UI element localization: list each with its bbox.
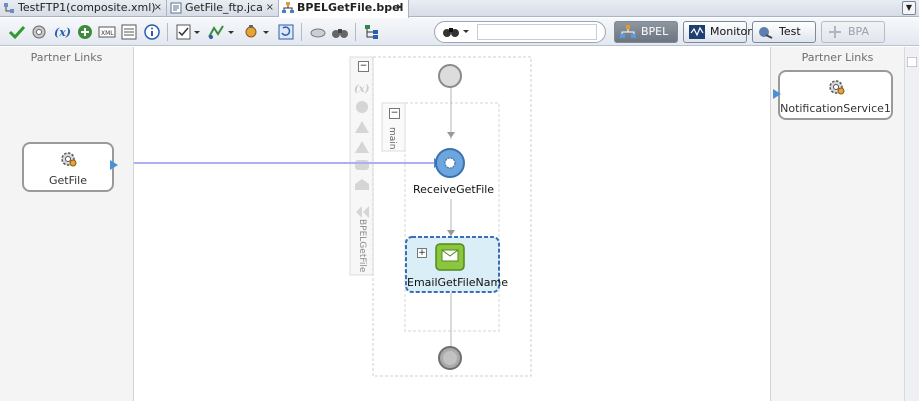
flow-arrow-icon bbox=[447, 230, 455, 236]
end-node-inner bbox=[443, 351, 457, 365]
chevron-down-icon[interactable] bbox=[193, 23, 201, 41]
checklist-icon[interactable] bbox=[175, 23, 193, 41]
bpel-mode-label: BPEL bbox=[641, 25, 669, 38]
close-icon[interactable]: × bbox=[153, 2, 162, 13]
monitor-button[interactable]: Monitor bbox=[683, 21, 752, 43]
panel-title: Partner Links bbox=[801, 51, 874, 64]
chevron-down-icon[interactable] bbox=[462, 27, 470, 37]
info-icon[interactable] bbox=[143, 23, 161, 41]
process-name-label: BPELGetFile bbox=[357, 219, 367, 273]
xml-icon[interactable]: XML bbox=[98, 23, 116, 41]
start-node[interactable] bbox=[438, 64, 462, 88]
partner-links-right-panel: Partner Links NotificationService1 bbox=[770, 47, 904, 401]
toolbar-separator bbox=[301, 23, 302, 41]
svg-text:(x): (x) bbox=[54, 26, 71, 39]
partner-link-port-icon bbox=[773, 89, 781, 99]
flow-arrow-icon bbox=[447, 132, 455, 138]
close-icon[interactable]: × bbox=[265, 2, 274, 13]
tab-jca[interactable]: GetFile_ftp.jca × bbox=[167, 0, 279, 17]
search-box bbox=[434, 21, 606, 43]
gear-icon[interactable] bbox=[30, 23, 48, 41]
search-input[interactable] bbox=[477, 24, 597, 40]
envelope-icon bbox=[441, 249, 459, 262]
process-frame bbox=[372, 56, 532, 377]
chevron-down-icon[interactable] bbox=[227, 23, 235, 41]
tab-label: GetFile_ftp.jca bbox=[185, 1, 263, 14]
bpa-label: BPA bbox=[848, 25, 870, 38]
bpa-button: BPA bbox=[821, 21, 885, 43]
email-expand-toggle[interactable]: + bbox=[417, 248, 427, 258]
deploy-icon[interactable] bbox=[207, 23, 225, 41]
bpel-canvas: (x) bbox=[134, 47, 770, 401]
service-icon[interactable] bbox=[242, 23, 260, 41]
chevron-down-icon[interactable] bbox=[262, 23, 270, 41]
toolbar-separator bbox=[167, 23, 168, 41]
scrollbar[interactable] bbox=[904, 47, 919, 401]
process-collapse-toggle[interactable]: − bbox=[358, 61, 369, 72]
bpel-mode-button[interactable]: BPEL bbox=[614, 21, 678, 43]
test-icon bbox=[759, 27, 773, 39]
validate-check-icon[interactable] bbox=[8, 23, 26, 41]
test-button[interactable]: Test bbox=[752, 21, 816, 43]
receive-activity-label: ReceiveGetFile bbox=[413, 183, 495, 196]
monitor-label: Monitor bbox=[710, 25, 752, 38]
tab-label: TestFTP1(composite.xml) bbox=[18, 1, 156, 14]
svg-text:(x): (x) bbox=[354, 84, 370, 95]
jca-file-icon bbox=[170, 2, 182, 14]
partner-links-left-panel: Partner Links GetFile bbox=[0, 47, 134, 401]
partner-link-label: GetFile bbox=[48, 174, 87, 187]
scope-collapse-toggle[interactable]: − bbox=[389, 108, 400, 119]
schema-icon[interactable] bbox=[120, 23, 138, 41]
binoculars-icon[interactable] bbox=[331, 23, 349, 41]
tab-bpel[interactable]: BPELGetFile.bpel × bbox=[279, 0, 409, 18]
process-diagram: (x) bbox=[134, 56, 532, 377]
test-label: Test bbox=[779, 25, 801, 38]
partner-link-port-icon bbox=[110, 160, 118, 170]
gear-icon bbox=[61, 152, 77, 167]
toolbar-separator bbox=[355, 23, 356, 41]
tab-label: BPELGetFile.bpel bbox=[297, 1, 404, 14]
tab-list-button[interactable]: ▼ bbox=[902, 1, 916, 15]
composite-icon bbox=[4, 3, 14, 13]
partner-link-label: NotificationService1 bbox=[780, 102, 891, 115]
hierarchy-icon[interactable] bbox=[363, 23, 381, 41]
bpel-file-icon bbox=[282, 2, 294, 13]
refresh-icon[interactable] bbox=[277, 23, 295, 41]
variables-icon[interactable]: (x) bbox=[53, 23, 71, 41]
scope-frame bbox=[404, 102, 500, 332]
bpa-icon bbox=[829, 26, 841, 38]
gear-icon bbox=[828, 80, 844, 95]
cloud-icon[interactable] bbox=[309, 23, 327, 41]
monitor-icon bbox=[689, 25, 705, 39]
close-icon[interactable]: × bbox=[395, 2, 404, 13]
binoculars-icon[interactable] bbox=[442, 25, 460, 39]
panel-title: Partner Links bbox=[30, 51, 103, 64]
correlation-icon[interactable] bbox=[76, 23, 94, 41]
tab-composite[interactable]: TestFTP1(composite.xml) × bbox=[0, 0, 167, 17]
bpel-icon bbox=[620, 25, 636, 38]
main-toolbar: (x) XML BPEL Monitor Test BPA bbox=[0, 18, 919, 46]
scroll-up-icon[interactable] bbox=[907, 57, 917, 67]
activity-receive-getfile[interactable] bbox=[435, 148, 465, 178]
email-activity-label: EmailGetFileName bbox=[407, 276, 508, 289]
svg-text:XML: XML bbox=[101, 30, 114, 37]
editor-tab-bar: TestFTP1(composite.xml) × GetFile_ftp.jc… bbox=[0, 0, 919, 18]
partner-link-notificationservice1[interactable]: NotificationService1 bbox=[778, 70, 893, 120]
scope-name-label: main bbox=[387, 127, 397, 150]
partner-link-getfile[interactable]: GetFile bbox=[22, 142, 114, 192]
